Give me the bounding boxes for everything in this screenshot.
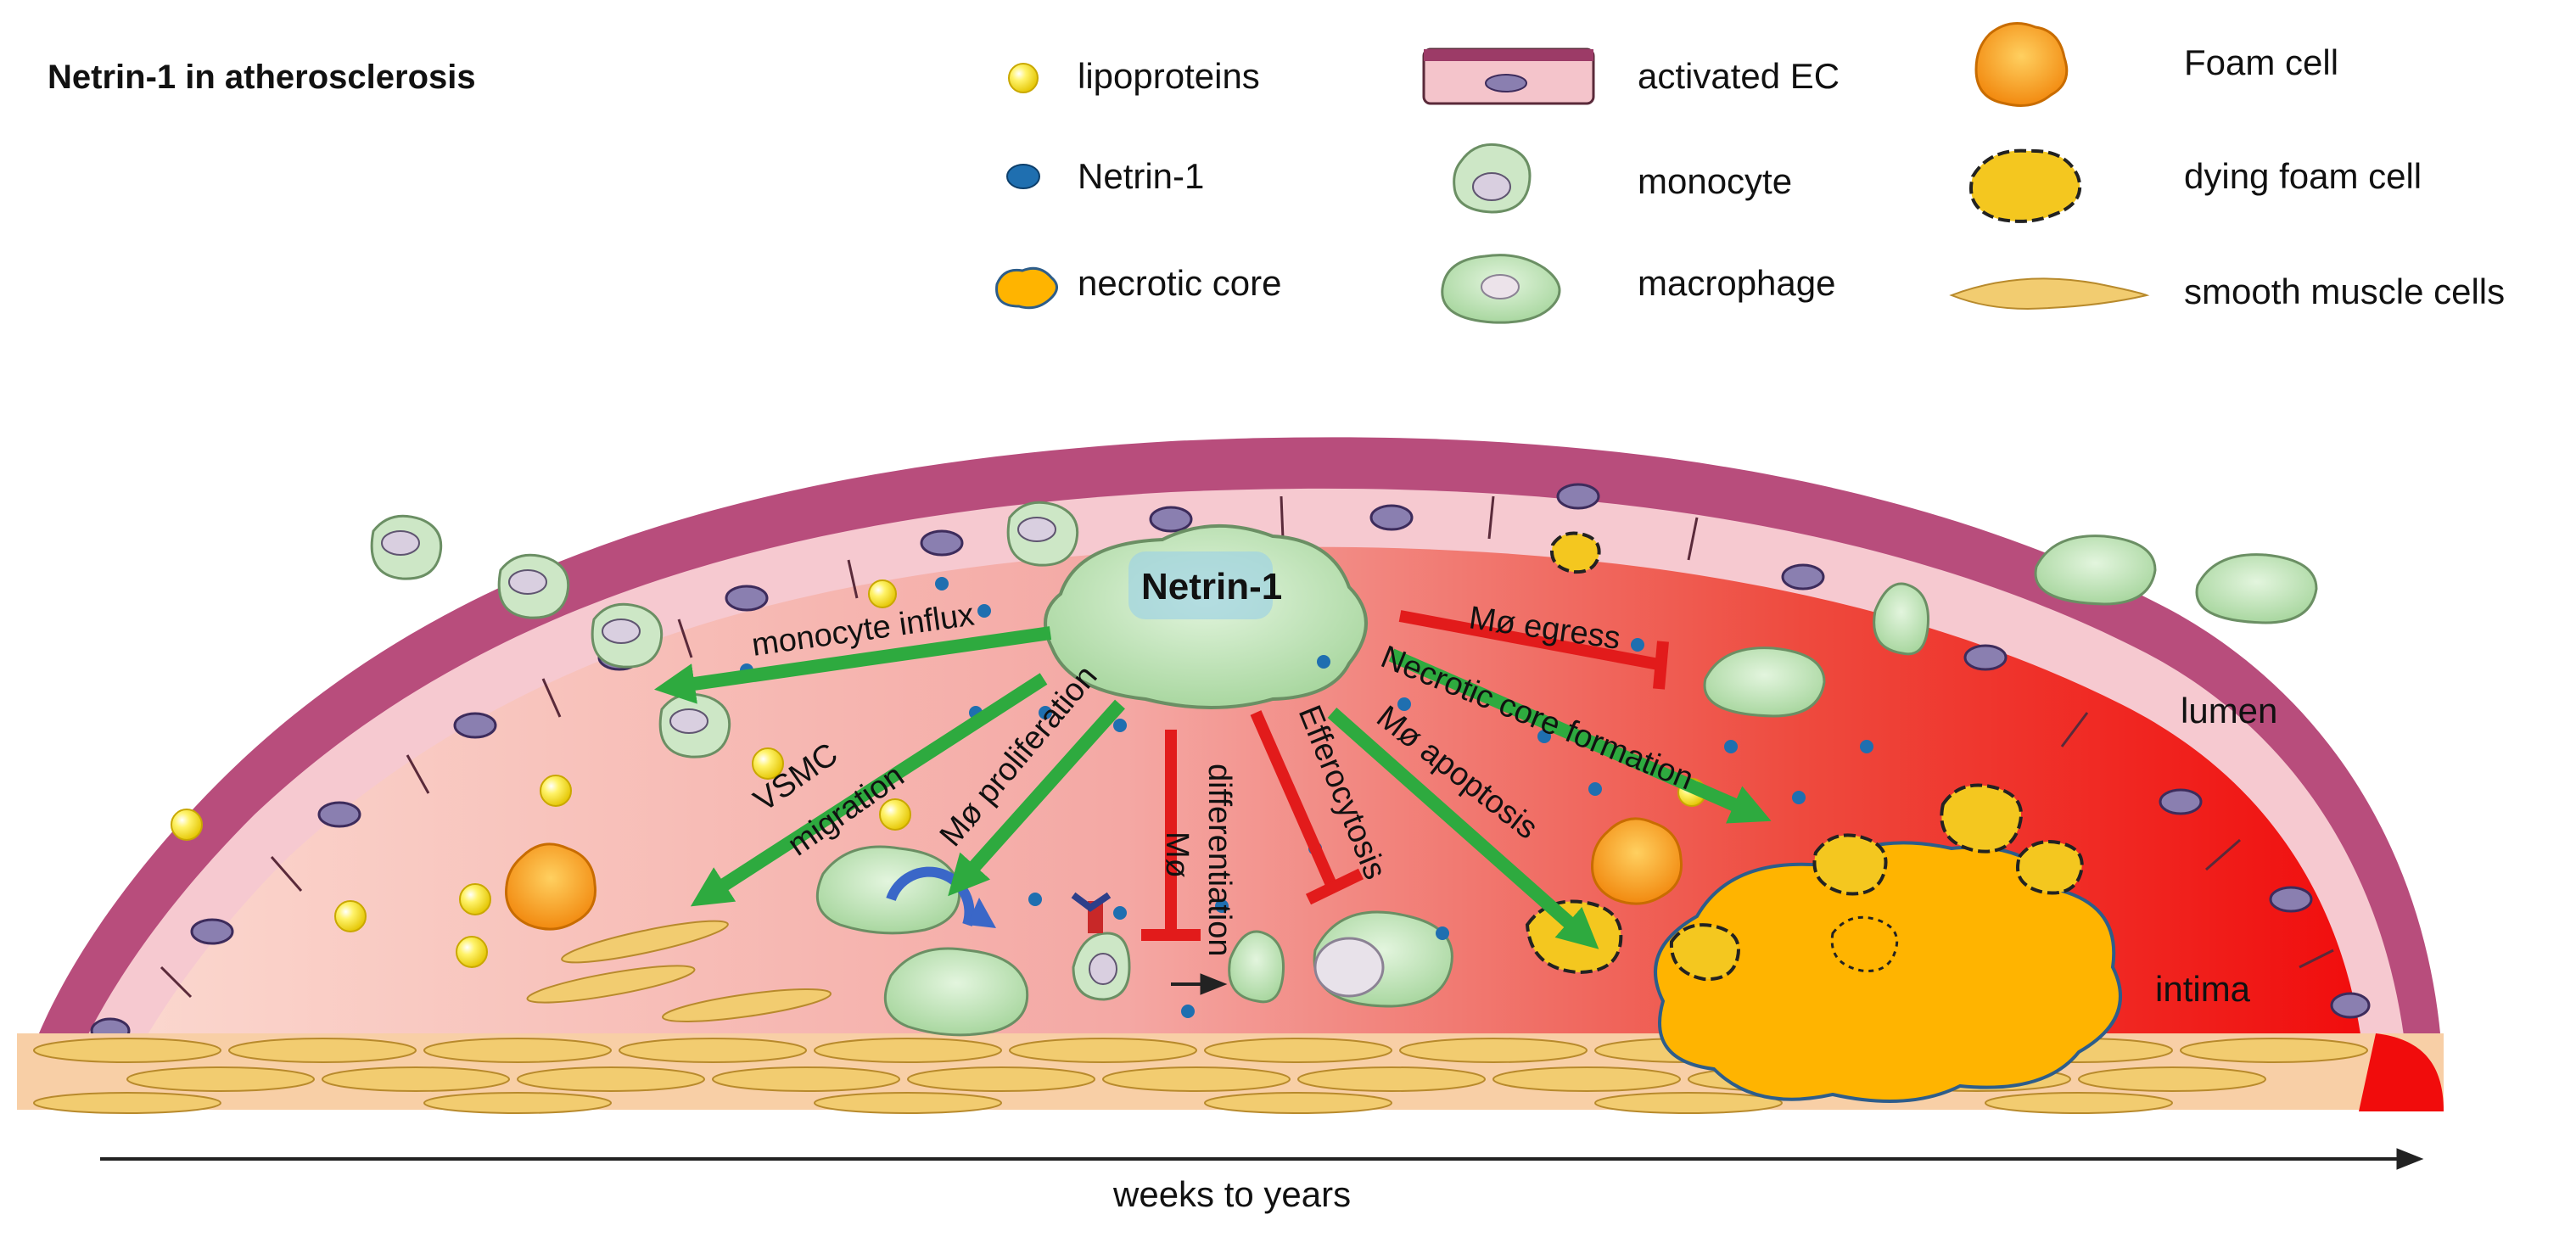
label-mo-diff-2: differentiation xyxy=(1201,764,1237,956)
proliferation-cycle-arrowhead xyxy=(967,898,996,928)
inhibiting-arrows xyxy=(1141,610,1669,941)
legend-necrotic-core: necrotic core xyxy=(1078,263,1281,303)
dying-foam-cell-legend-icon xyxy=(1969,148,2082,223)
ghost-cell xyxy=(1830,915,1899,972)
netrin-dots xyxy=(740,577,1873,1018)
label-mo-diff-1: Mø xyxy=(1159,831,1195,878)
efferocytosis-vacuole xyxy=(1313,937,1385,998)
ec-nuclei xyxy=(90,483,2371,1044)
legend-foam-cell: Foam cell xyxy=(2184,42,2338,82)
foam-cells xyxy=(505,817,1683,931)
legend-lipoproteins: lipoproteins xyxy=(1078,56,1260,96)
red-edge xyxy=(2359,1033,2444,1111)
netrin-nucleus xyxy=(1128,551,1273,619)
legend-macrophage: macrophage xyxy=(1638,263,1835,303)
proliferation-cycle-arrow xyxy=(886,866,975,926)
legend-smooth-muscle: smooth muscle cells xyxy=(2184,271,2505,311)
legend: lipoproteins Netrin-1 necrotic core acti… xyxy=(995,22,2505,324)
necrotic-core-legend-icon xyxy=(995,266,1058,310)
receptor-head xyxy=(1071,892,1112,912)
label-intima: intima xyxy=(2155,969,2251,1009)
activated-ec-legend-icon xyxy=(1422,48,1595,105)
legend-activated-ec: activated EC xyxy=(1638,56,1840,96)
smooth-muscle-legend-icon xyxy=(1949,277,2150,311)
smooth-muscle-cells xyxy=(33,1038,2368,1114)
netrin-center-label: Netrin-1 xyxy=(1141,566,1282,607)
monocyte-legend-icon xyxy=(1453,143,1532,214)
activating-arrows xyxy=(653,626,1772,949)
legend-dying-foam-cell: dying foam cell xyxy=(2184,156,2422,196)
netrin-legend-icon xyxy=(1006,164,1040,189)
necrotic-core xyxy=(1654,841,2122,1103)
legend-netrin: Netrin-1 xyxy=(1078,156,1204,196)
label-lumen: lumen xyxy=(2181,691,2277,730)
lipoprotein-legend-icon xyxy=(1008,63,1039,93)
migrating-smc xyxy=(526,920,832,1022)
macrophage-legend-icon xyxy=(1441,254,1561,324)
foam-cell-legend-icon xyxy=(1974,22,2069,107)
monocyte-nuclei xyxy=(381,517,1117,985)
figure-title: Netrin-1 in atherosclerosis xyxy=(48,59,476,96)
legend-monocyte: monocyte xyxy=(1638,161,1792,201)
timeline-label: weeks to years xyxy=(1112,1174,1351,1214)
